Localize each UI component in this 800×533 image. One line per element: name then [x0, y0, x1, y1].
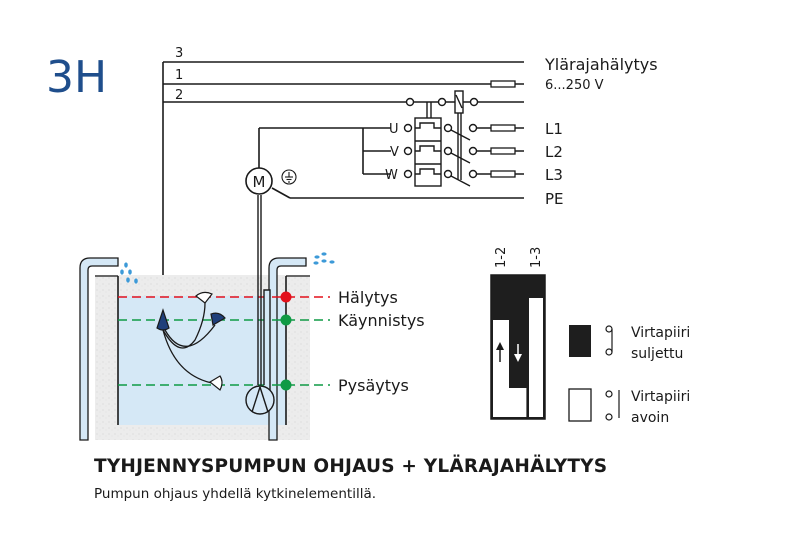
- caption-title: TYHJENNYSPUMPUN OHJAUS + YLÄRAJAHÄLYTYS: [94, 456, 608, 477]
- level-label-stop: Pysäytys: [338, 376, 409, 395]
- arrow-down-icon: [514, 344, 522, 362]
- label-l3: L3: [545, 166, 563, 184]
- diagram-id: 3H: [46, 52, 108, 103]
- label-voltage: 6...250 V: [545, 78, 604, 93]
- wire-label-2: 2: [175, 88, 183, 103]
- ground-icon: [281, 169, 297, 185]
- label-l2: L2: [545, 143, 563, 161]
- level-label-alarm: Hälytys: [338, 288, 398, 307]
- wire-label-1: 1: [175, 68, 183, 83]
- pump-icon: [245, 195, 275, 415]
- legend-open-line2: avoin: [631, 410, 669, 426]
- power-wires: [258, 127, 524, 199]
- closed-contact-icon: [605, 325, 613, 356]
- open-contact-icon: [605, 390, 620, 421]
- legend-closed-line1: Virtapiiri: [631, 325, 690, 341]
- column-label-1-3: 1-3: [529, 247, 544, 268]
- arrow-up-icon: [496, 342, 504, 362]
- level-label-start: Käynnistys: [338, 311, 425, 330]
- motor-label: M: [253, 173, 266, 191]
- float-cables: [162, 302, 216, 384]
- legend-open-line1: Virtapiiri: [631, 389, 690, 405]
- wire-label-3: 3: [175, 46, 183, 61]
- switch-state-chart: [490, 274, 546, 420]
- level-dot-stop: [280, 379, 292, 391]
- caption-subtitle: Pumpun ohjaus yhdellä kytkinelementillä.: [94, 486, 377, 502]
- float-start-icon: [210, 312, 226, 326]
- fuse-icon: [490, 147, 516, 155]
- water-drops-icon: [120, 252, 335, 284]
- legend-closed-line2: suljettu: [631, 346, 683, 362]
- float-stop-icon: [208, 375, 223, 391]
- terminal-u: U: [389, 122, 399, 137]
- legend-closed-swatch: [569, 325, 591, 357]
- control-wires: [162, 61, 524, 310]
- label-pe: PE: [545, 190, 564, 208]
- terminal-v: V: [390, 145, 399, 160]
- fuse-icon: [490, 170, 516, 178]
- float-alarm-icon: [195, 291, 213, 304]
- motor-icon: [245, 167, 273, 195]
- level-dot-start: [280, 314, 292, 326]
- label-l1: L1: [545, 120, 563, 138]
- terminal-w: W: [385, 168, 398, 183]
- level-dot-alarm: [280, 291, 292, 303]
- fuse-icon: [490, 80, 516, 88]
- legend-open-swatch: [568, 388, 592, 422]
- outlet-pipe-right: [268, 257, 307, 441]
- fuse-icon: [490, 124, 516, 132]
- overload-relay: [403, 117, 478, 187]
- inlet-pipe-left: [79, 257, 119, 441]
- label-alarm: Ylärajahälytys: [544, 55, 658, 74]
- column-label-1-2: 1-2: [494, 247, 509, 268]
- contactor-coil: [405, 90, 479, 180]
